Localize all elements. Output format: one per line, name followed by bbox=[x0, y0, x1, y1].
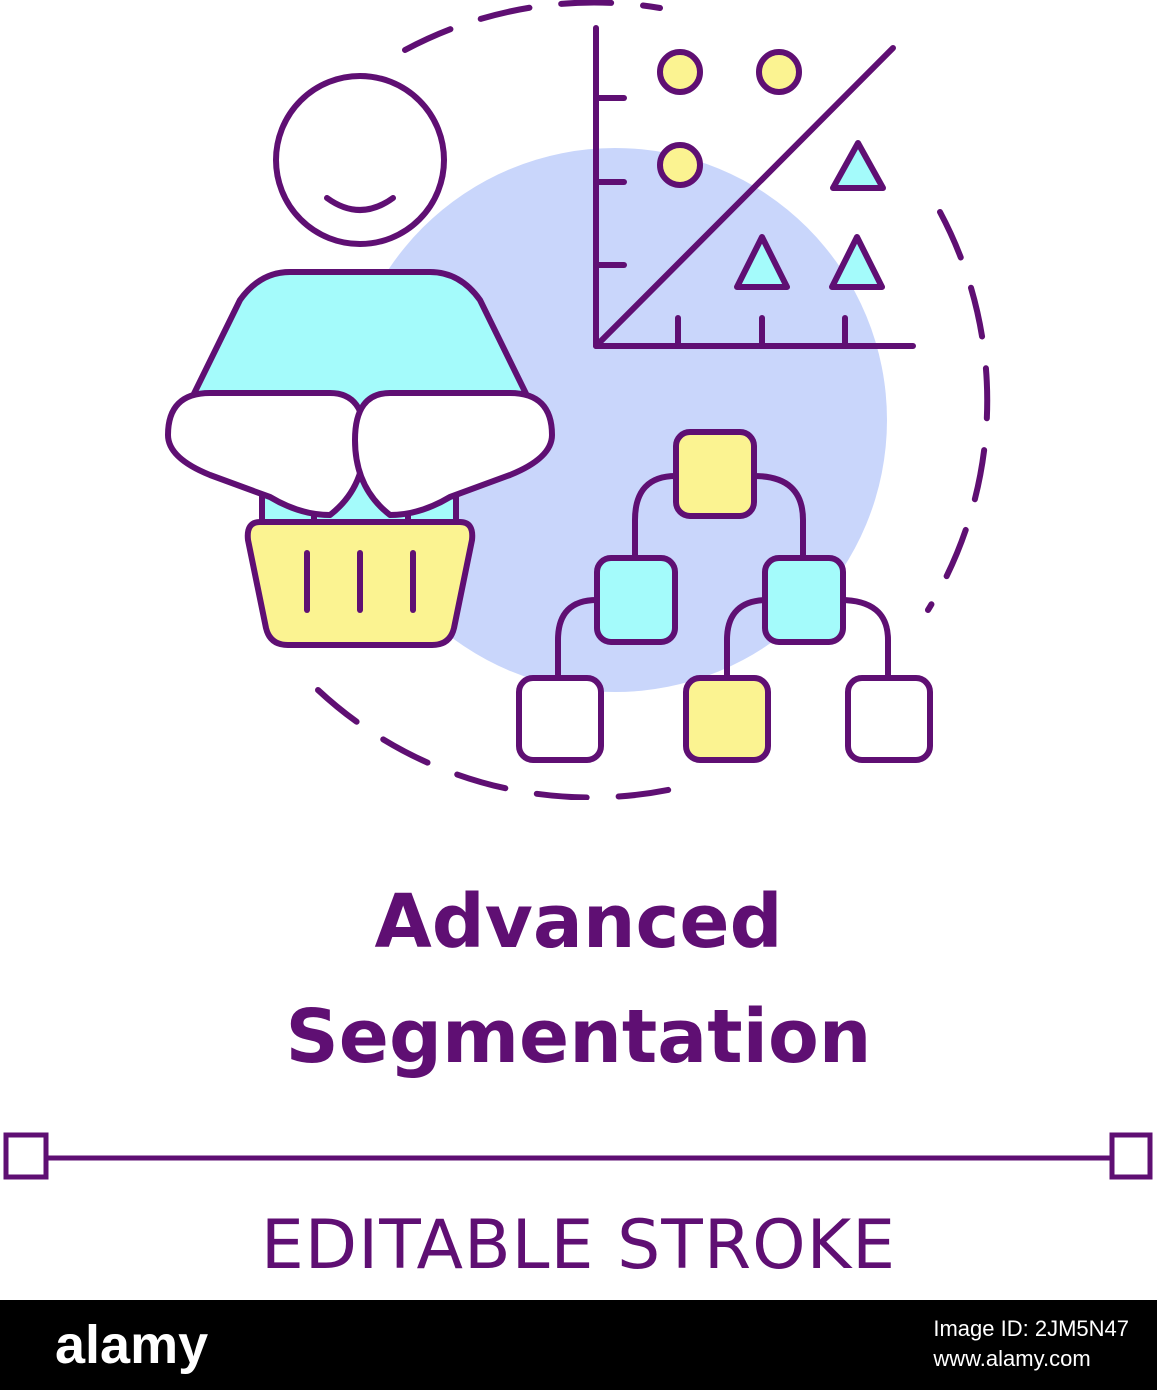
plot-dot bbox=[657, 142, 703, 188]
editable-stroke-divider bbox=[3, 1132, 1153, 1180]
decision-tree-icon bbox=[516, 429, 933, 763]
scatter-plot-icon bbox=[593, 25, 916, 349]
title-line-2: Segmentation bbox=[285, 994, 872, 1080]
customer-smile bbox=[324, 195, 396, 213]
plot-dot bbox=[657, 49, 703, 95]
tree-node-root bbox=[673, 429, 757, 519]
title-line-1: Advanced bbox=[374, 879, 783, 965]
plot-diagonal bbox=[593, 45, 896, 349]
customer-head bbox=[273, 73, 447, 247]
footer-info: Image ID: 2JM5N47 www.alamy.com bbox=[933, 1314, 1129, 1374]
tree-leaf bbox=[516, 675, 604, 763]
tree-leaf-highlight bbox=[683, 675, 771, 763]
tree-leaf bbox=[845, 675, 933, 763]
divider-handle-right bbox=[1109, 1132, 1153, 1180]
plot-triangle bbox=[829, 234, 885, 290]
dashed-circle-frame bbox=[402, 0, 663, 53]
plot-triangle bbox=[734, 234, 790, 290]
customer-with-basket-icon bbox=[165, 73, 555, 648]
image-id-text: Image ID: 2JM5N47 bbox=[933, 1316, 1129, 1341]
advanced-segmentation-illustration bbox=[165, 0, 991, 800]
divider-handle-left bbox=[3, 1132, 49, 1180]
dashed-circle-frame-right bbox=[925, 209, 991, 613]
tree-node-right bbox=[762, 555, 846, 645]
customer-arm-left bbox=[165, 390, 368, 518]
plot-triangle bbox=[830, 140, 886, 191]
customer-arm-right bbox=[352, 390, 555, 518]
alamy-logo: alamy bbox=[55, 1315, 209, 1375]
tree-node-left bbox=[594, 555, 678, 645]
dashed-circle-frame-bottom bbox=[315, 687, 693, 800]
site-url-text: www.alamy.com bbox=[933, 1346, 1091, 1371]
editable-stroke-label: EDITABLE STROKE bbox=[260, 1206, 897, 1285]
stock-footer-bar: alamy Image ID: 2JM5N47 www.alamy.com bbox=[0, 1300, 1157, 1390]
plot-dot bbox=[756, 49, 802, 95]
